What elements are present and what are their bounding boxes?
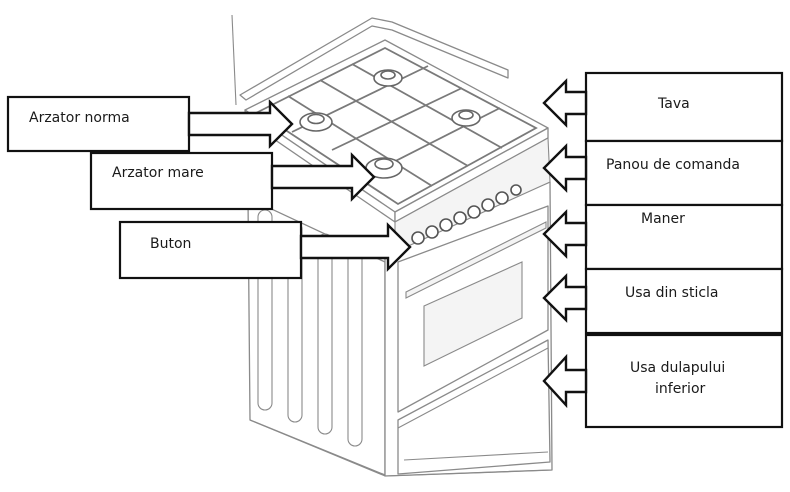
arrow-lower-cabinet-door [542,353,588,409]
arrow-button [299,222,412,272]
label-glass-door: Usa din sticla [584,267,784,335]
label-text: Maner [641,211,685,227]
oven-handle-drawing [405,221,547,299]
label-text: Usa din sticla [625,285,719,301]
label-text: Buton [150,236,191,252]
label-box [89,151,274,211]
arrow-glass-door [542,273,588,323]
back-splash [239,17,509,101]
label-button: Buton [118,220,303,280]
label-text: Arzator norma [29,110,130,126]
label-tray: Tava [584,71,784,143]
stove-illustration [231,14,553,477]
label-box [118,220,303,280]
knobs [411,184,522,245]
oven-glass [423,261,523,367]
lower-drawer [397,339,551,475]
label-burner-normal: Arzator norma [6,95,191,153]
label-lower-cabinet-door: Usa dulapului inferior [584,333,784,429]
arrow-handle [542,209,588,259]
label-control-panel: Panou de comanda [584,139,784,207]
arrow-burner-large [270,152,376,202]
label-box [584,139,784,207]
label-text: Arzator mare [112,165,204,181]
label-text-line2: inferior [655,381,706,397]
label-box [584,333,784,429]
arrow-burner-normal [187,99,294,149]
arrow-tray [542,78,588,128]
label-text: Panou de comanda [606,157,740,173]
label-burner-large: Arzator mare [89,151,274,211]
arrow-control-panel [542,143,588,193]
label-text: Tava [657,96,690,112]
label-text-line1: Usa dulapului [630,360,725,376]
label-box [584,267,784,335]
burners [299,69,481,179]
label-handle: Maner [584,203,784,271]
